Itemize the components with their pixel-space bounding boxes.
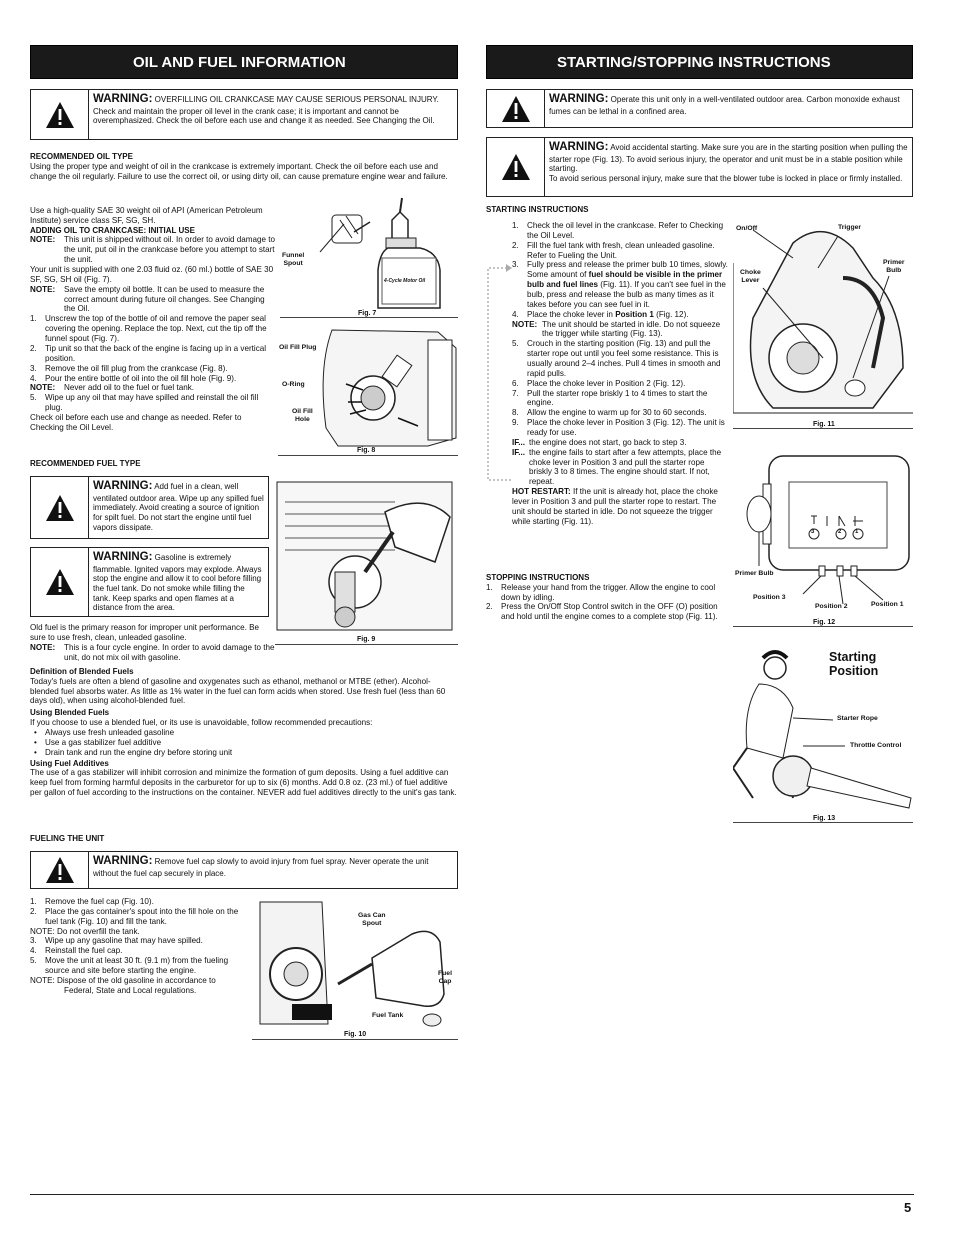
fig-8-caption: Fig. 8 xyxy=(357,447,376,454)
list-item: 3.Wipe up any gasoline that may have spi… xyxy=(30,936,203,946)
list-item: 5.Wipe up any oil that may have spilled … xyxy=(30,393,259,413)
fuel-type-title: RECOMMENDED FUEL TYPE xyxy=(30,459,141,468)
list-item: 3.Fully press and release the primer bul… xyxy=(512,260,728,309)
warning-fuel-cap: WARNING: Remove fuel cap slowly to avoid… xyxy=(30,851,458,889)
fig-11-caption: Fig. 11 xyxy=(813,421,835,428)
right-column: STARTING/STOPPING INSTRUCTIONS xyxy=(486,45,913,79)
list-item: 1.Unscrew the top of the bottle of oil a… xyxy=(30,314,267,344)
list-item: 5.Move the unit at least 30 ft. (9.1 m) … xyxy=(30,956,229,976)
fig-7-caption: Fig. 7 xyxy=(358,310,377,317)
position-2-label: Position 2 xyxy=(815,603,848,610)
list-item: 1.Check the oil level in the crankcase. … xyxy=(512,221,724,240)
starting-title: STARTING INSTRUCTIONS xyxy=(486,205,589,214)
oil-adding-section: Use a high-quality SAE 30 weight oil of … xyxy=(30,206,276,432)
oil-fuel-header: OIL AND FUEL INFORMATION xyxy=(30,45,458,79)
fueling-illustration xyxy=(259,901,445,1027)
list-item: •Use a gas stabilizer fuel additive xyxy=(34,737,162,747)
position-3-label: Position 3 xyxy=(753,594,786,601)
old-fuel-section: Old fuel is the primary reason for impro… xyxy=(30,623,275,662)
footer-rule xyxy=(30,1194,914,1195)
warning-icon xyxy=(31,852,89,888)
page-number: 5 xyxy=(904,1200,912,1215)
list-item: 2.Tip unit so that the back of the engin… xyxy=(30,343,267,363)
warning-gasoline: WARNING: Gasoline is extremely flammable… xyxy=(30,547,269,617)
choke-positions-illustration xyxy=(746,455,910,605)
warning-overfill: WARNING: OVERFILLING OIL CRANKCASE MAY C… xyxy=(30,89,458,140)
warning-exhaust: WARNING: Operate this unit only in a wel… xyxy=(486,89,913,128)
oil-fill-plug-label: Oil Fill Plug xyxy=(279,344,317,351)
warning-icon xyxy=(487,90,545,127)
fig-10-caption: Fig. 10 xyxy=(344,1031,367,1038)
o-ring-label: O-Ring xyxy=(282,381,305,388)
fig-12-caption: Fig. 12 xyxy=(813,619,836,626)
left-column: OIL AND FUEL INFORMATION WARNING: OVERFI… xyxy=(30,45,458,140)
blower-controls-illustration xyxy=(732,229,913,414)
list-item: 2.Fill the fuel tank with fresh, clean u… xyxy=(512,240,715,260)
warning-icon xyxy=(31,477,89,538)
go-back-arrow-icon xyxy=(487,264,512,481)
bottle-label: 4-Cycle Motor Oil xyxy=(384,278,426,284)
list-item: 4.Pour the entire bottle of oil into the… xyxy=(30,373,237,383)
throttle-control-label: Throttle Control xyxy=(850,742,902,749)
position-1-label: Position 1 xyxy=(871,601,904,608)
list-item: 1.Remove the fuel cap (Fig. 10). xyxy=(30,897,154,906)
figure-9: Fig. 9 xyxy=(275,462,458,648)
list-item: •Always use fresh unleaded gasoline xyxy=(34,727,175,737)
precautions-list: •Always use fresh unleaded gasoline•Use … xyxy=(30,728,458,758)
warning-icon xyxy=(31,548,89,616)
oil-plug-illustration xyxy=(322,329,457,447)
list-item: 5.Crouch in the starting position (Fig. … xyxy=(512,339,721,378)
list-item: 9.Place the choke lever in Position 3 (F… xyxy=(512,418,725,438)
list-item: 4.Place the choke lever in Position 1 (F… xyxy=(512,309,689,319)
warning-icon xyxy=(487,138,545,196)
warning-icon xyxy=(31,90,89,139)
starter-rope-label: Starter Rope xyxy=(837,715,878,722)
list-item: 7.Pull the starter rope briskly 1 to 4 t… xyxy=(512,388,708,408)
list-item: •Drain tank and run the engine dry befor… xyxy=(34,747,233,757)
stopping-section: STOPPING INSTRUCTIONS 1.Release your han… xyxy=(486,573,728,622)
list-item: 8.Allow the engine to warm up for 30 to … xyxy=(512,408,707,418)
fig-9-caption: Fig. 9 xyxy=(357,636,376,643)
oil-steps-list: 1.Unscrew the top of the bottle of oil a… xyxy=(30,314,275,383)
starting-stopping-header: STARTING/STOPPING INSTRUCTIONS xyxy=(486,45,913,79)
list-item: 1.Release your hand from the trigger. Al… xyxy=(486,582,716,602)
trigger-label: Trigger xyxy=(838,224,862,231)
warning-accidental-start: WARNING: Avoid accidental starting. Make… xyxy=(486,137,913,197)
list-item: 2.Place the gas container's spout into t… xyxy=(30,906,239,926)
on-off-label: On/Off xyxy=(736,225,758,232)
fuel-tank-label: Fuel Tank xyxy=(372,1012,404,1019)
figure-12: 3 2 1 Primer Bulb Position 3 Position 2 … xyxy=(733,454,913,630)
list-item: 4.Reinstall the fuel cap. xyxy=(30,946,123,956)
fueling-steps: 1.Remove the fuel cap (Fig. 10).2.Place … xyxy=(30,897,252,996)
blended-fuels-section: Definition of Blended Fuels Today's fuel… xyxy=(30,667,458,797)
fig-13-caption: Fig. 13 xyxy=(813,815,836,822)
starting-steps: 1.Check the oil level in the crankcase. … xyxy=(512,221,728,526)
warning-ventilation: WARNING: Add fuel in a clean, well venti… xyxy=(30,476,269,539)
primer-bulb-label: Primer Bulb xyxy=(735,570,774,577)
fueling-title: FUELING THE UNIT xyxy=(30,834,105,843)
oil-pour-illustration xyxy=(276,481,453,631)
list-item: 3.Remove the oil fill plug from the cran… xyxy=(30,363,228,373)
list-item: 2.Press the On/Off Stop Control switch i… xyxy=(486,602,718,622)
oil-bottle-illustration xyxy=(319,197,441,309)
starting-position-illustration xyxy=(731,650,912,809)
list-item: 6.Place the choke lever in Position 2 (F… xyxy=(512,378,686,388)
oil-type-section: RECOMMENDED OIL TYPE Using the proper ty… xyxy=(30,152,448,181)
